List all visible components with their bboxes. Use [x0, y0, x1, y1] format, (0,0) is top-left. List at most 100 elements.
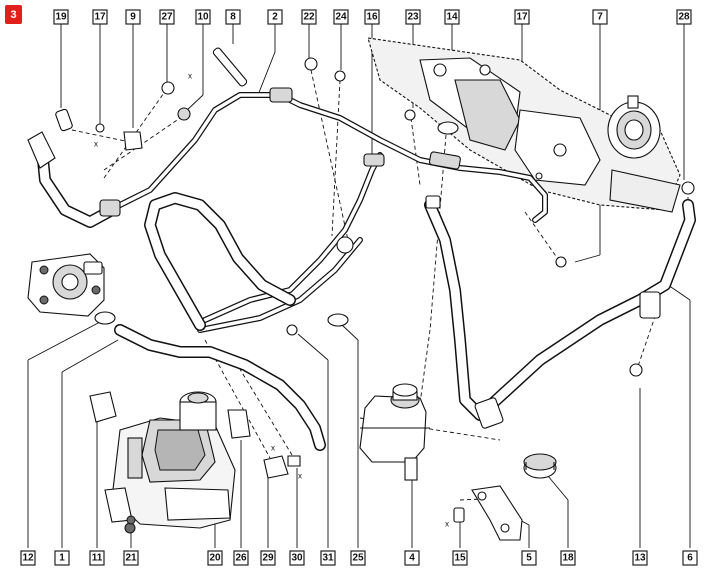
steering-rack	[367, 37, 681, 213]
callout-top_callouts-2: 9	[125, 9, 141, 25]
cross-marks: x x x x x	[94, 72, 449, 529]
callout-number: 28	[678, 12, 690, 23]
callout-bottom_callouts-5: 26	[233, 550, 249, 566]
callout-number: 16	[366, 12, 378, 23]
callout-bottom_callouts-8: 31	[320, 550, 336, 566]
callout-bottom_callouts-0: 12	[20, 550, 36, 566]
feed-hose-loop	[144, 192, 296, 331]
cross-mark: x	[298, 472, 302, 481]
return-pipe	[197, 152, 385, 333]
cross-mark: x	[271, 444, 275, 453]
callout-top_callouts-10: 23	[405, 9, 421, 25]
callout-number: 29	[262, 553, 274, 564]
callout-number: 15	[454, 553, 466, 564]
callout-box	[452, 550, 468, 566]
callout-top_callouts-8: 24	[333, 9, 349, 25]
callout-number: 7	[597, 12, 603, 23]
callout-bottom_callouts-2: 11	[89, 550, 105, 566]
callout-box	[233, 550, 249, 566]
callout-box	[289, 550, 305, 566]
callout-top_callouts-6: 2	[267, 9, 283, 25]
callout-number: 9	[130, 12, 136, 23]
callout-box	[123, 550, 139, 566]
fasteners	[55, 47, 695, 525]
callout-top_callouts-4: 10	[195, 9, 211, 25]
callout-box	[404, 550, 420, 566]
callout-number: 30	[291, 553, 303, 564]
callout-number: 14	[446, 12, 458, 23]
callout-top_callouts-13: 7	[592, 9, 608, 25]
pump-outlet-hose	[27, 131, 121, 228]
callout-bottom_callouts-14: 13	[632, 550, 648, 566]
callout-box	[207, 550, 223, 566]
callout-bottom_callouts-15: 6	[682, 550, 698, 566]
reservoir-return-hose	[424, 195, 696, 429]
callout-box	[350, 550, 366, 566]
callout-number: 17	[94, 12, 106, 23]
callout-top_callouts-3: 27	[159, 9, 175, 25]
callout-bottom_callouts-13: 18	[560, 550, 576, 566]
callout-number: 20	[209, 553, 221, 564]
callout-box	[632, 550, 648, 566]
callout-number: 1	[59, 553, 65, 564]
callout-number: 8	[230, 12, 236, 23]
reservoir-bracket	[471, 485, 523, 541]
callout-number: 10	[197, 12, 209, 23]
callout-box	[54, 550, 70, 566]
cross-mark: x	[94, 140, 98, 149]
electric-pump-unit	[104, 391, 236, 534]
callout-top_callouts-11: 14	[444, 9, 460, 25]
callout-bottom_callouts-6: 29	[260, 550, 276, 566]
callout-number: 2	[272, 12, 278, 23]
callout-box	[521, 550, 537, 566]
callout-box	[89, 550, 105, 566]
callout-number: 5	[526, 553, 532, 564]
callout-box	[682, 550, 698, 566]
callout-number: 26	[235, 553, 247, 564]
reservoir-cap-spare	[523, 453, 557, 479]
callout-number: 31	[322, 553, 334, 564]
callout-bottom_callouts-7: 30	[289, 550, 305, 566]
cross-mark: x	[445, 520, 449, 529]
callout-number: 21	[125, 553, 137, 564]
power-steering-pump	[27, 253, 105, 317]
callout-bottom_callouts-9: 25	[350, 550, 366, 566]
callout-number: 17	[516, 12, 528, 23]
callout-bottom_callouts-10: 4	[404, 550, 420, 566]
callout-box	[20, 550, 36, 566]
callout-bottom_callouts-12: 5	[521, 550, 537, 566]
callout-number: 23	[407, 12, 419, 23]
callout-box	[320, 550, 336, 566]
callout-top_callouts-7: 22	[301, 9, 317, 25]
callout-bottom_callouts-1: 1	[54, 550, 70, 566]
callout-top_callouts-1: 17	[92, 9, 108, 25]
callout-number: 25	[352, 553, 364, 564]
high-pressure-pipe	[107, 87, 548, 223]
callout-number: 12	[22, 553, 34, 564]
callout-number: 18	[562, 553, 574, 564]
callout-box	[260, 550, 276, 566]
callout-number: 24	[335, 12, 347, 23]
supply-hose	[114, 324, 326, 451]
callout-top_callouts-14: 28	[676, 9, 692, 25]
fluid-reservoir	[359, 383, 430, 481]
figure-number: 3	[10, 9, 16, 21]
callout-bottom_callouts-11: 15	[452, 550, 468, 566]
callout-box	[560, 550, 576, 566]
callout-number: 19	[55, 12, 67, 23]
callout-top_callouts-9: 16	[364, 9, 380, 25]
callout-bottom_callouts-4: 20	[207, 550, 223, 566]
callout-number: 4	[409, 553, 415, 564]
callout-number: 6	[687, 553, 693, 564]
callout-number: 27	[161, 12, 173, 23]
callout-bottom_callouts-3: 21	[123, 550, 139, 566]
callout-number: 11	[92, 553, 103, 564]
callout-number: 13	[634, 553, 646, 564]
callout-top_callouts-5: 8	[225, 9, 241, 25]
cross-mark: x	[188, 72, 192, 81]
callout-top_callouts-12: 17	[514, 9, 530, 25]
callout-top_callouts-0: 19	[53, 9, 69, 25]
